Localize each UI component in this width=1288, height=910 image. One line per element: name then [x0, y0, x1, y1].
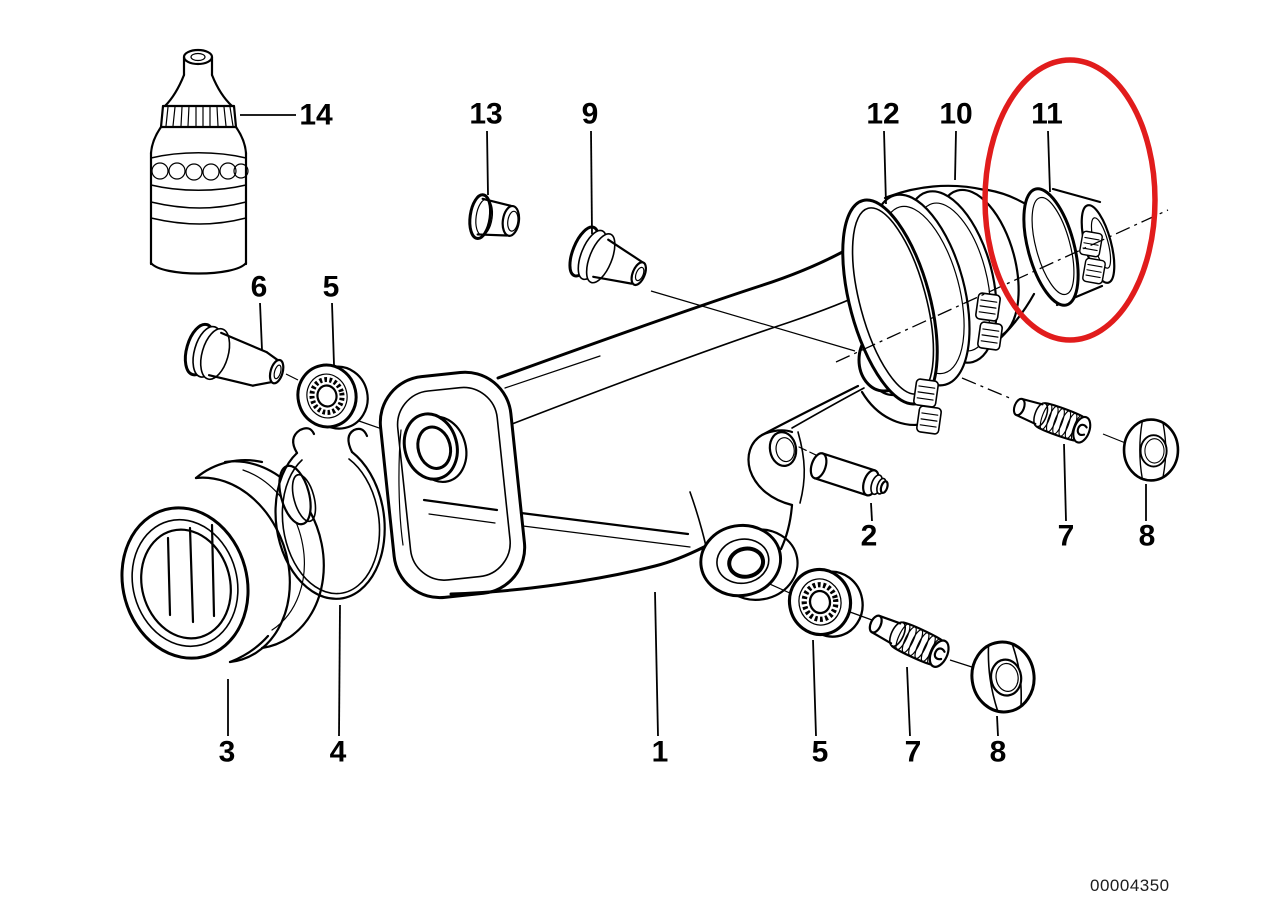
- part-illustration-13-plug: [468, 193, 521, 240]
- part-callout-7b[interactable]: 7: [905, 736, 922, 769]
- leader-line-10: [954, 130, 957, 181]
- part-callout-4[interactable]: 4: [330, 736, 347, 769]
- leader-line-4: [338, 604, 341, 737]
- part-callout-7r[interactable]: 7: [1058, 520, 1075, 553]
- part-illustration-5-bearing-upper: [292, 357, 373, 436]
- part-callout-6[interactable]: 6: [251, 271, 268, 304]
- part-illustration-3-boot: [120, 459, 325, 664]
- callout-labels: 14 13 9 12 10 11 6 5 3 4 1 5 7 8 2 7 8: [219, 98, 1156, 769]
- part-callout-8b[interactable]: 8: [990, 736, 1007, 769]
- part-callout-3[interactable]: 3: [219, 736, 236, 769]
- part-callout-2[interactable]: 2: [861, 520, 878, 553]
- part-callout-1[interactable]: 1: [652, 736, 669, 769]
- leader-line-5b: [812, 639, 817, 737]
- part-callout-5a[interactable]: 5: [323, 271, 340, 304]
- part-illustration-14-bottle: [149, 48, 249, 275]
- part-illustration-8-nut-right: [1122, 418, 1180, 482]
- leader-line-6: [259, 302, 263, 351]
- leader-line-1: [654, 591, 659, 737]
- part-callout-10[interactable]: 10: [939, 98, 972, 131]
- part-callout-5b[interactable]: 5: [812, 736, 829, 769]
- part-illustration-11-clamp-small: [1022, 187, 1116, 307]
- part-illustration-12-clamp-large: [841, 198, 1004, 436]
- part-illustration-6-pivot-pin: [183, 322, 285, 387]
- part-callout-14[interactable]: 14: [299, 99, 333, 132]
- part-illustration-2-sleeve: [809, 452, 889, 497]
- highlight-circle-part-11: [982, 57, 1158, 343]
- document-number: 00004350: [1090, 876, 1170, 895]
- part-callout-11[interactable]: 11: [1031, 98, 1063, 131]
- part-illustration-8-nut-lower: [965, 636, 1041, 718]
- part-illustration-5-bearing-lower: [784, 563, 867, 644]
- part-illustration-9-fitting: [568, 225, 647, 287]
- part-illustration-7-screw-lower: [863, 607, 954, 672]
- leader-line-2: [870, 502, 873, 522]
- part-callout-9[interactable]: 9: [582, 98, 599, 131]
- part-illustration-1-swing-arm: [378, 234, 920, 601]
- part-illustration-4-circlip: [274, 427, 386, 600]
- leader-line-12: [883, 130, 887, 205]
- part-callout-12[interactable]: 12: [866, 98, 899, 131]
- leader-line-5a: [331, 302, 335, 366]
- leader-line-7b: [906, 666, 911, 737]
- leader-line-13: [486, 130, 489, 196]
- part-illustration-7-screw-right: [1009, 391, 1095, 447]
- part-callout-8r[interactable]: 8: [1139, 520, 1156, 553]
- leader-line-9: [590, 130, 593, 235]
- leader-line-8b: [996, 715, 999, 737]
- leader-line-11: [1047, 130, 1051, 193]
- part-callout-13[interactable]: 13: [469, 98, 502, 131]
- leader-line-7r: [1063, 443, 1067, 522]
